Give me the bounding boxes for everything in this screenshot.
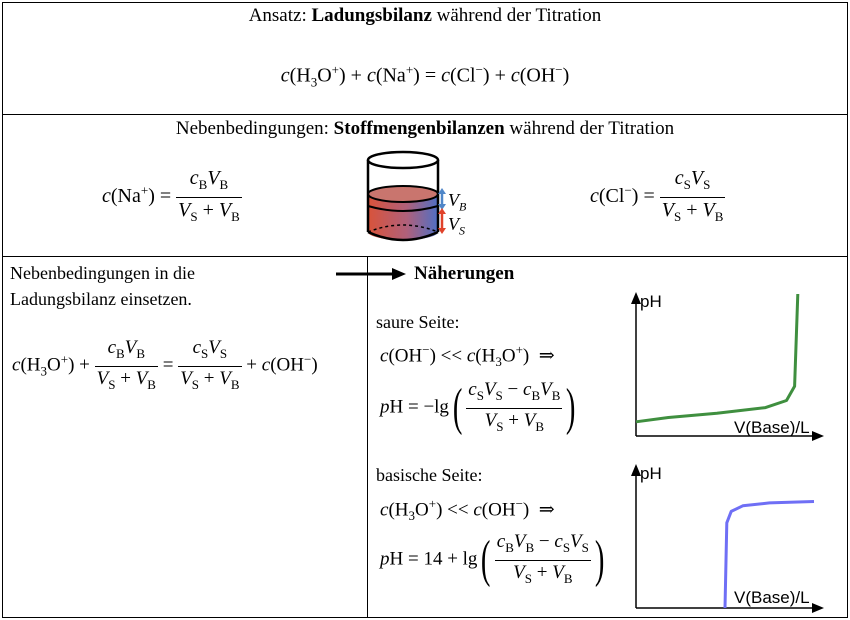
mass-balance-heading: Nebenbedingungen: Stoffmengenbilanzen wä… — [2, 118, 848, 140]
beaker-illustration — [366, 150, 446, 242]
ansatz-heading: Ansatz: Ladungsbilanz während der Titrat… — [2, 5, 848, 27]
mass-balance-bold: Stoffmengenbilanzen — [333, 118, 505, 139]
arrow-right-icon — [336, 268, 406, 280]
acid-side-label: saure Seite: — [376, 312, 460, 332]
base-titration-curve — [723, 500, 815, 609]
acid-chart-y-arrow — [631, 292, 641, 304]
ansatz-prefix: Ansatz: — [248, 5, 312, 26]
column-divider — [367, 256, 368, 618]
substitution-text-line-2: Ladungsbilanz einsetzen. — [10, 289, 192, 309]
beaker-label-vb-sub: B — [459, 199, 467, 214]
acid-ph-lg: −lg — [423, 396, 449, 418]
mass-balance-suffix: während der Titration — [504, 118, 675, 139]
acid-chart-xlabel: V(Base)/L — [734, 418, 810, 437]
substitution-text: Nebenbedingungen in die Ladungsbilanz ei… — [10, 260, 195, 312]
base-chart-ylabel: pH — [640, 464, 662, 483]
base-ph-lg: lg — [462, 548, 478, 570]
base-side-label: basische Seite: — [376, 465, 483, 485]
acid-titration-curve — [635, 293, 800, 424]
charge-balance-equation: c(H3O+) + c(Na+) = c(Cl−) + c(OH−) — [280, 62, 570, 90]
acid-chart-ylabel: pH — [640, 292, 662, 311]
beaker-label-vs: VS — [448, 214, 465, 239]
row-divider-1 — [2, 114, 848, 115]
ansatz-suffix: während der Titration — [431, 5, 602, 26]
approximations-heading: Näherungen — [414, 263, 515, 284]
row-divider-2 — [2, 256, 848, 257]
base-approximation: c(H3O+) << c(OH−) ⇒ — [380, 496, 555, 524]
acid-titration-chart — [631, 292, 824, 441]
base-ph-14: 14 — [423, 548, 443, 570]
base-chart-x-arrow — [812, 603, 824, 613]
acid-approximation: c(OH−) << c(H3O+) ⇒ — [380, 342, 555, 370]
ansatz-bold: Ladungsbilanz — [311, 5, 432, 26]
beaker-label-vb: VB — [448, 190, 466, 215]
base-titration-chart — [631, 464, 824, 613]
acid-chart-x-arrow — [812, 431, 824, 441]
mass-balance-prefix: Nebenbedingungen: — [175, 118, 334, 139]
beaker-label-vs-main: V — [448, 214, 459, 234]
beaker-label-vb-main: V — [448, 190, 459, 210]
base-chart-xlabel: V(Base)/L — [734, 588, 810, 607]
beaker-label-vs-sub: S — [459, 223, 465, 238]
substitution-text-line-1: Nebenbedingungen in die — [10, 263, 195, 283]
base-chart-y-arrow — [631, 464, 641, 476]
